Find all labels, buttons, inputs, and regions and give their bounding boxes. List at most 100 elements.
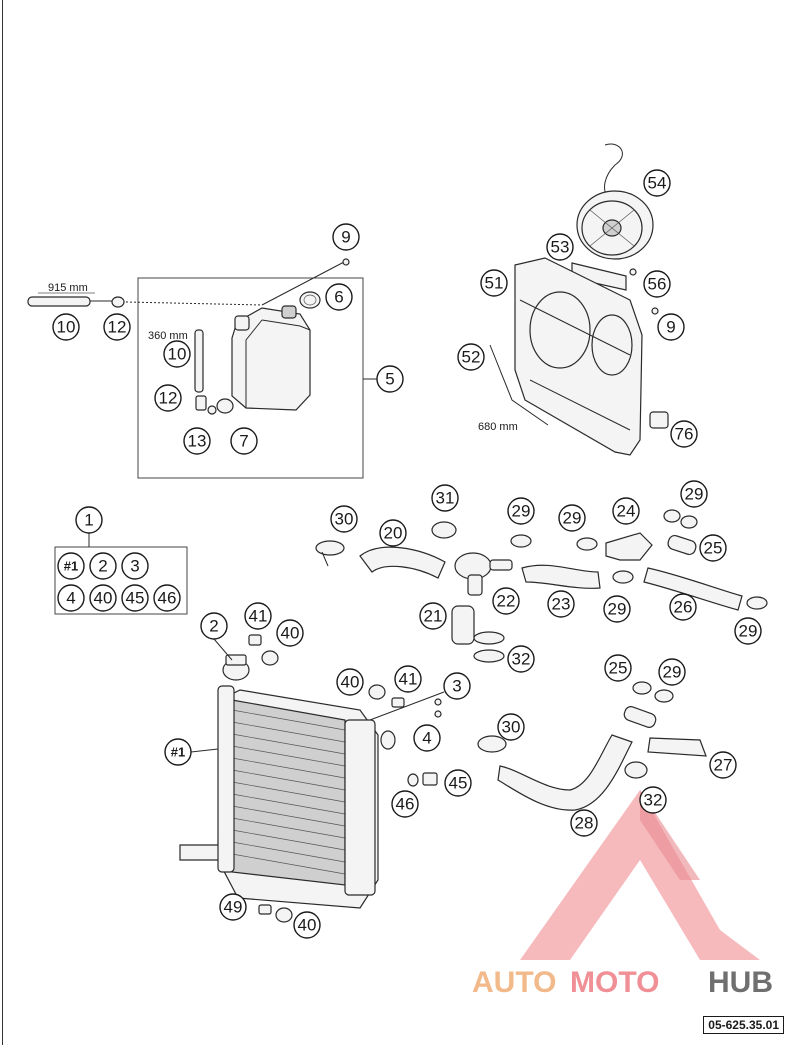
kit-member-45[interactable]: 45 <box>121 584 149 612</box>
svg-text:30: 30 <box>335 510 354 529</box>
kit-group-frame <box>54 546 188 615</box>
callout-53[interactable]: 53 <box>546 233 574 261</box>
svg-text:26: 26 <box>674 598 693 617</box>
callout-32-upper[interactable]: 32 <box>507 645 535 673</box>
svg-text:21: 21 <box>424 607 443 626</box>
callout-hash1[interactable]: #1 <box>164 738 192 766</box>
callout-56[interactable]: 56 <box>643 270 671 298</box>
callout-22[interactable]: 22 <box>492 587 520 615</box>
clamp-29-e <box>746 596 768 610</box>
svg-text:10: 10 <box>168 345 187 364</box>
svg-text:45: 45 <box>126 589 145 608</box>
callout-30-upper[interactable]: 30 <box>330 505 358 533</box>
callout-45[interactable]: 45 <box>444 769 472 797</box>
clamp-30-upper <box>315 540 345 567</box>
callout-2[interactable]: 2 <box>200 612 228 640</box>
svg-text:32: 32 <box>644 791 663 810</box>
watermark-auto: AUTO <box>472 966 556 999</box>
svg-text:4: 4 <box>422 729 431 748</box>
callout-40-bottom[interactable]: 40 <box>293 911 321 939</box>
callout-51[interactable]: 51 <box>480 269 508 297</box>
callout-29-e[interactable]: 29 <box>734 617 762 645</box>
svg-text:52: 52 <box>462 348 481 367</box>
callout-12-left[interactable]: 12 <box>103 313 131 341</box>
callout-29-c[interactable]: 29 <box>680 480 708 508</box>
kit-member-hash1[interactable]: #1 <box>57 552 85 580</box>
callout-1[interactable]: 1 <box>75 506 103 534</box>
svg-text:30: 30 <box>502 718 521 737</box>
callout-29-b[interactable]: 29 <box>558 504 586 532</box>
clamps-29-d <box>663 509 698 529</box>
seal-strip-52 <box>489 344 549 426</box>
callout-76[interactable]: 76 <box>670 420 698 448</box>
svg-text:24: 24 <box>617 502 636 521</box>
svg-text:#1: #1 <box>171 745 185 760</box>
callout-6[interactable]: 6 <box>325 283 353 311</box>
svg-text:28: 28 <box>575 814 594 833</box>
callout-13[interactable]: 13 <box>183 427 211 455</box>
screw-9-top <box>342 258 350 266</box>
svg-text:54: 54 <box>648 174 667 193</box>
callout-32-lower[interactable]: 32 <box>639 786 667 814</box>
callout-54[interactable]: 54 <box>643 169 671 197</box>
callout-30-lower[interactable]: 30 <box>497 713 525 741</box>
callout-12-tank[interactable]: 12 <box>154 384 182 412</box>
tank-group-frame <box>137 277 364 479</box>
fan-assembly <box>576 143 654 260</box>
callout-28[interactable]: 28 <box>570 809 598 837</box>
callout-41-top[interactable]: 41 <box>244 602 272 630</box>
callout-3[interactable]: 3 <box>443 672 471 700</box>
svg-text:49: 49 <box>224 898 243 917</box>
callout-24[interactable]: 24 <box>612 497 640 525</box>
svg-text:7: 7 <box>239 432 248 451</box>
callout-20[interactable]: 20 <box>379 519 407 547</box>
svg-text:23: 23 <box>552 595 571 614</box>
svg-text:27: 27 <box>714 756 733 775</box>
callout-29-d[interactable]: 29 <box>603 595 631 623</box>
callout-21[interactable]: 21 <box>419 602 447 630</box>
svg-text:40: 40 <box>281 624 300 643</box>
callout-4[interactable]: 4 <box>413 724 441 752</box>
callout-5[interactable]: 5 <box>376 365 404 393</box>
callout-40-mid[interactable]: 40 <box>336 668 364 696</box>
callout-25-upper[interactable]: 25 <box>699 534 727 562</box>
clamp-29-a <box>510 534 532 548</box>
callout-41-mid[interactable]: 41 <box>394 665 422 693</box>
kit-member-46[interactable]: 46 <box>153 584 181 612</box>
callout-29-f[interactable]: 29 <box>658 658 686 686</box>
svg-text:32: 32 <box>512 650 531 669</box>
kit-member-40[interactable]: 40 <box>89 584 117 612</box>
svg-text:46: 46 <box>396 795 415 814</box>
callout-31[interactable]: 31 <box>431 484 459 512</box>
svg-text:25: 25 <box>609 659 628 678</box>
callout-25-lower[interactable]: 25 <box>604 654 632 682</box>
svg-text:13: 13 <box>188 432 207 451</box>
watermark-moto: MOTO <box>570 966 659 999</box>
callout-9-top[interactable]: 9 <box>332 223 360 251</box>
svg-text:12: 12 <box>159 389 178 408</box>
callout-40-top[interactable]: 40 <box>276 619 304 647</box>
callout-9-fan[interactable]: 9 <box>657 313 685 341</box>
callout-52[interactable]: 52 <box>457 343 485 371</box>
svg-text:46: 46 <box>158 589 177 608</box>
svg-text:2: 2 <box>209 617 218 636</box>
callout-7[interactable]: 7 <box>230 427 258 455</box>
callout-10-tank[interactable]: 10 <box>163 340 191 368</box>
callout-49[interactable]: 49 <box>219 893 247 921</box>
callout-46[interactable]: 46 <box>391 790 419 818</box>
kit-member-4[interactable]: 4 <box>57 584 85 612</box>
svg-text:40: 40 <box>341 673 360 692</box>
callout-10-left[interactable]: 10 <box>52 313 80 341</box>
grommet-7 <box>216 398 234 414</box>
callout-27[interactable]: 27 <box>709 751 737 779</box>
kit-member-2[interactable]: 2 <box>89 552 117 580</box>
hose-fitting-13 <box>195 395 217 415</box>
svg-text:12: 12 <box>108 318 127 337</box>
callout-29-a[interactable]: 29 <box>507 497 535 525</box>
callout-23[interactable]: 23 <box>547 590 575 618</box>
svg-text:29: 29 <box>739 622 758 641</box>
kit-member-3[interactable]: 3 <box>121 552 149 580</box>
dim-360: 360 mm <box>148 330 188 342</box>
callout-26[interactable]: 26 <box>669 593 697 621</box>
